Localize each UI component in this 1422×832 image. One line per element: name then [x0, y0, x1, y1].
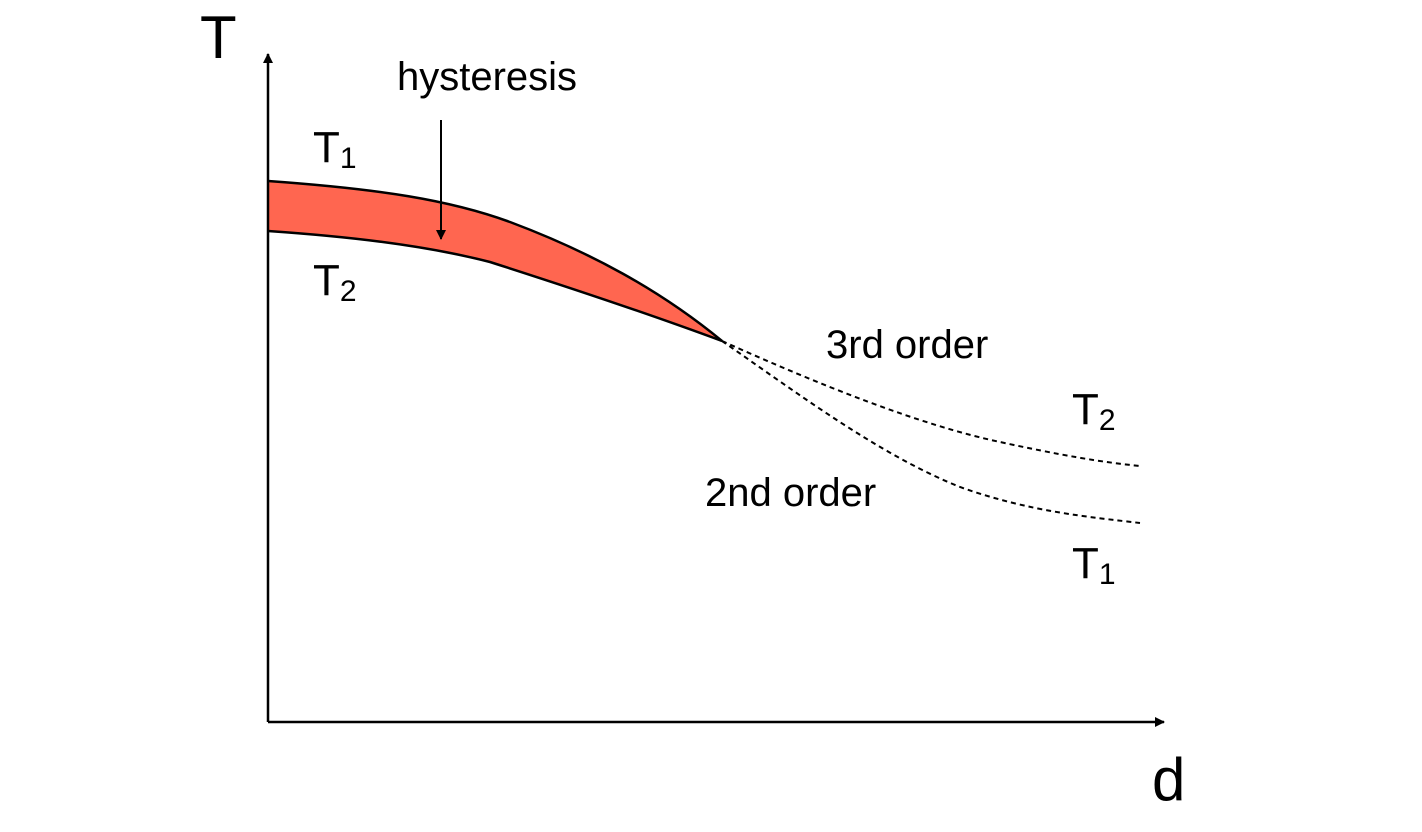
t1-curve-solid [267, 179, 723, 342]
hysteresis-label: hysteresis [397, 55, 577, 99]
y-axis-label: T [200, 4, 237, 71]
label-t2-right: T2 [1072, 385, 1116, 437]
third-order-label: 3rd order [826, 323, 988, 367]
second-order-dotted-curve [721, 340, 1141, 524]
t2-curve-solid [267, 229, 723, 343]
second-order-label: 2nd order [705, 471, 876, 515]
x-axis-label: d [1152, 746, 1185, 813]
hysteresis-band [268, 181, 722, 341]
label-t2-left: T2 [313, 256, 357, 308]
third-order-dotted-curve [721, 340, 1141, 467]
label-t1-right: T1 [1072, 539, 1116, 591]
label-t1-left: T1 [313, 123, 357, 175]
